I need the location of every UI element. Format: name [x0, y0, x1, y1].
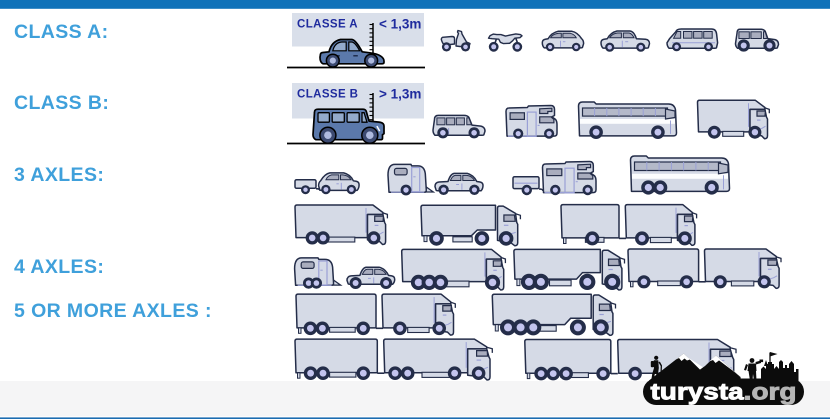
svg-text:CLASSE A: CLASSE A	[297, 19, 358, 31]
svg-text:turysta.org: turysta.org	[651, 379, 797, 405]
svg-text:> 1,3m: > 1,3m	[379, 87, 421, 102]
svg-text:CLASS A:: CLASS A:	[14, 21, 109, 43]
svg-text:CLASSE B: CLASSE B	[297, 89, 358, 101]
svg-text:4 AXLES:: 4 AXLES:	[14, 256, 104, 278]
svg-text:CLASS B:: CLASS B:	[14, 92, 109, 114]
svg-text:< 1,3m: < 1,3m	[379, 17, 421, 32]
svg-text:5 OR MORE AXLES :: 5 OR MORE AXLES :	[14, 300, 212, 322]
svg-text:3 AXLES:: 3 AXLES:	[14, 164, 104, 186]
